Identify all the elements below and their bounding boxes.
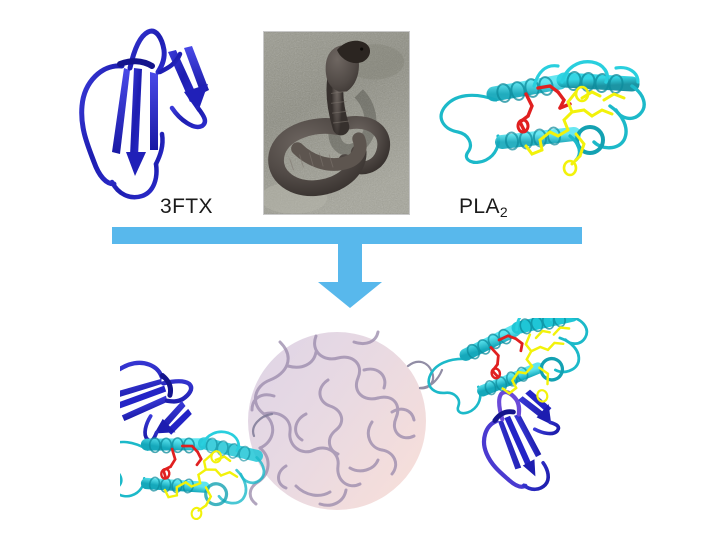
conjugation-bar — [112, 227, 582, 244]
label-pla2-subscript: 2 — [499, 204, 509, 220]
3ftx-loop-bottom — [109, 131, 165, 200]
pla2-helix-b — [556, 71, 640, 94]
nanoparticle-sphere — [248, 330, 426, 510]
3ftx-beta-strand-3 — [150, 72, 158, 150]
3ftx-loop-left — [79, 63, 125, 187]
pla2-helix-c — [495, 126, 581, 151]
label-3ftx: 3FTX — [160, 195, 213, 218]
3ftx-beta-strand-2 — [126, 68, 146, 176]
complex-3ftx-upper-left — [120, 360, 194, 443]
label-pla2: PLA2 — [459, 195, 509, 220]
3ftx-beta-strand-1 — [112, 68, 130, 154]
pla2-ligand-sticks — [524, 85, 626, 177]
cobra-photograph — [263, 31, 410, 215]
toxin-nanoparticle-complex — [120, 318, 600, 530]
pla2-structure — [434, 48, 652, 183]
complex-pla2-lower-left — [120, 430, 266, 521]
nanoparticle-polymer-chains — [248, 330, 416, 507]
arrow-shaft — [338, 242, 362, 288]
pla2-upper-loops — [532, 60, 640, 88]
pla2-helix-a — [486, 74, 568, 103]
complex-pla2-upper-right — [427, 318, 589, 415]
arrow-head — [318, 282, 382, 308]
3ftx-beta-strand-5 — [184, 46, 209, 112]
conjugation-arrow — [112, 224, 582, 309]
3ftx-core-disulfide-node — [117, 58, 155, 69]
3ftx-finger-tip-top — [127, 28, 167, 75]
3ftx-loop-right — [157, 51, 208, 130]
complex-3ftx-lower-right — [481, 389, 561, 492]
label-pla2-main: PLA — [459, 195, 500, 218]
3ftx-structure — [68, 24, 218, 204]
pla2-n-terminal-loop — [439, 93, 501, 165]
